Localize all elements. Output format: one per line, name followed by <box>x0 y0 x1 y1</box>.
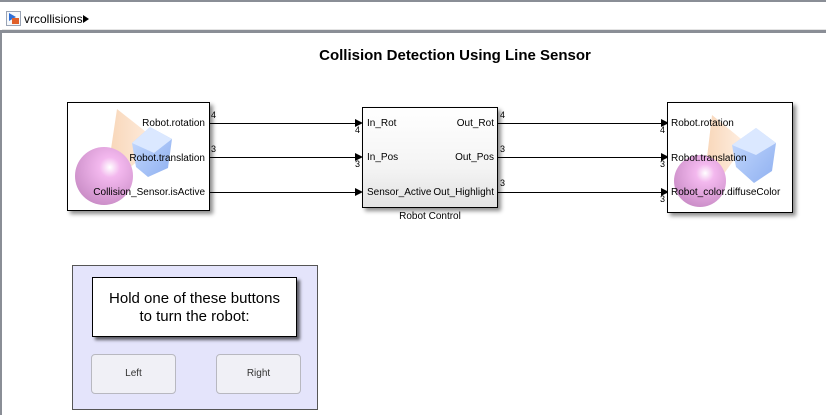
signal-width-label: 4 <box>500 110 506 120</box>
signal-line-sensor[interactable] <box>210 192 356 193</box>
right-button[interactable]: Right <box>216 354 301 394</box>
diagram-title: Collision Detection Using Line Sensor <box>319 47 591 64</box>
output-port-label: Robot.rotation <box>142 118 205 129</box>
arrowhead-icon <box>661 119 669 127</box>
output-port-label: Out_Pos <box>455 152 494 163</box>
breadcrumb: vrcollisions <box>2 5 826 30</box>
block-name-label[interactable]: Robot Control <box>399 211 461 222</box>
output-port-label: Collision_Sensor.isActive <box>93 187 205 198</box>
signal-width-label: 3 <box>355 159 361 169</box>
input-port-label: In_Rot <box>367 118 397 129</box>
signal-width-label: 3 <box>500 144 506 154</box>
signal-line-translation[interactable] <box>210 157 356 158</box>
input-port-label: Robot.translation <box>671 153 747 164</box>
arrowhead-icon <box>661 153 669 161</box>
input-port-label: Robot.rotation <box>671 118 734 129</box>
canvas-border <box>0 30 826 33</box>
robot-control-block[interactable]: In_Rot In_Pos Sensor_Active Out_Rot Out_… <box>362 107 498 208</box>
arrowhead-icon <box>355 153 363 161</box>
signal-line-out-highlight[interactable] <box>498 192 662 193</box>
output-port-label: Robot.translation <box>129 153 205 164</box>
simulink-model-icon[interactable] <box>6 11 21 26</box>
output-port-label: Out_Rot <box>456 118 494 129</box>
input-port-label: Robot_color.diffuseColor <box>671 187 781 198</box>
signal-width-label: 3 <box>660 194 666 204</box>
signal-width-label: 4 <box>355 125 361 135</box>
output-port-label: Out_Highlight <box>433 187 494 198</box>
canvas-border-left <box>0 30 2 415</box>
left-button[interactable]: Left <box>91 354 176 394</box>
signal-line-rotation[interactable] <box>210 123 356 124</box>
vr-sink-block[interactable]: Robot.rotation Robot.translation Robot_c… <box>667 102 793 213</box>
vr-source-block[interactable]: Robot.rotation Robot.translation Collisi… <box>67 102 210 211</box>
breadcrumb-expand-arrow-icon[interactable] <box>83 15 89 23</box>
signal-width-label: 4 <box>211 110 217 120</box>
signal-width-label: 3 <box>211 144 217 154</box>
input-port-label: Sensor_Active <box>367 187 432 198</box>
note-line: Hold one of these buttons <box>109 290 280 307</box>
vr-scene-icon <box>674 115 776 207</box>
signal-width-label: 3 <box>500 178 506 188</box>
arrowhead-icon <box>661 188 669 196</box>
signal-line-out-pos[interactable] <box>498 157 662 158</box>
input-port-label: In_Pos <box>367 152 399 163</box>
arrowhead-icon <box>355 188 363 196</box>
signal-line-out-rot[interactable] <box>498 123 662 124</box>
arrowhead-icon <box>355 119 363 127</box>
vr-scene-icon <box>75 109 172 205</box>
instruction-note: Hold one of these buttons to turn the ro… <box>92 277 297 337</box>
signal-width-label: 4 <box>660 125 666 135</box>
breadcrumb-model-name[interactable]: vrcollisions <box>24 12 83 26</box>
explorer-bar: vrcollisions <box>0 0 826 30</box>
signal-width-label: 3 <box>660 159 666 169</box>
note-line: to turn the robot: <box>139 308 250 325</box>
